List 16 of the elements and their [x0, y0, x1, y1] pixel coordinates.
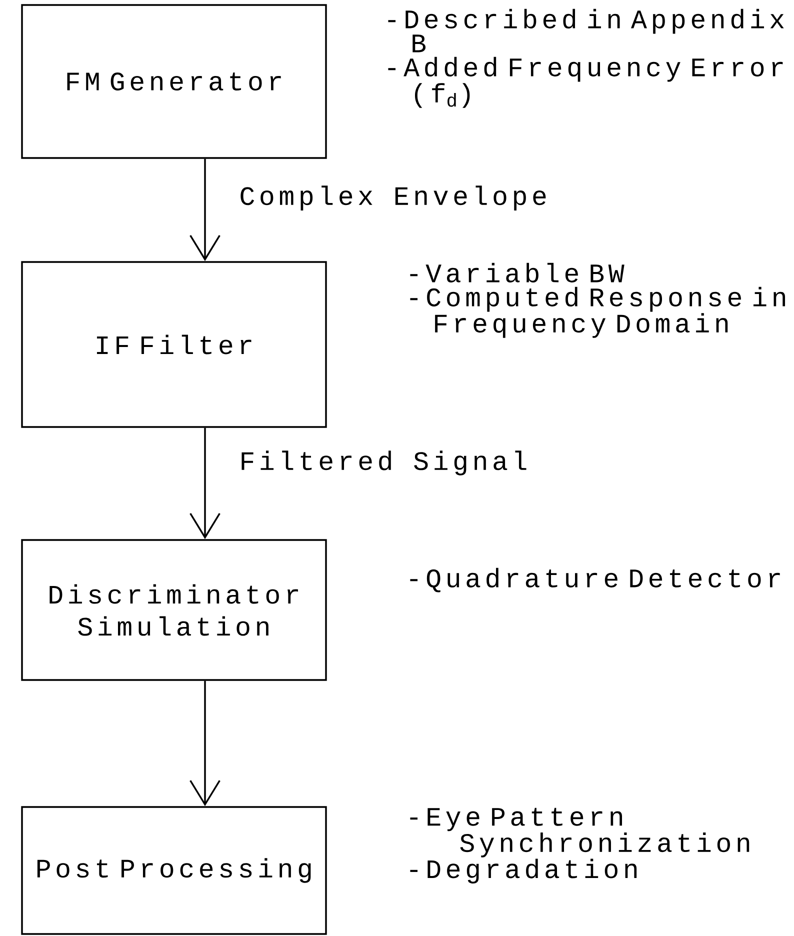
- process-box: IF Filter: [21, 261, 327, 428]
- edge-label: Filtered Signal: [238, 449, 530, 477]
- note-text: -Quadrature Detector: [410, 568, 780, 592]
- note-text: -Degradation: [410, 858, 637, 884]
- edge-label: Complex Envelope: [238, 184, 549, 212]
- note-text: -Variable BW: [410, 262, 624, 282]
- note-text: -Eye Pattern Synchronization: [410, 808, 750, 858]
- arrow: [190, 428, 220, 540]
- note-text: -Added Frequency Error (f$_{d}$): [388, 56, 783, 108]
- process-box: FM Generator: [21, 4, 327, 159]
- arrow: [190, 680, 220, 806]
- arrow: [190, 158, 220, 262]
- note-text: -Described in Appendix B: [388, 8, 784, 52]
- process-box: Post Processing: [21, 806, 327, 935]
- process-box: Discriminator Simulation: [21, 539, 327, 681]
- note-text: -Computed Response in Frequency Domain: [410, 286, 786, 338]
